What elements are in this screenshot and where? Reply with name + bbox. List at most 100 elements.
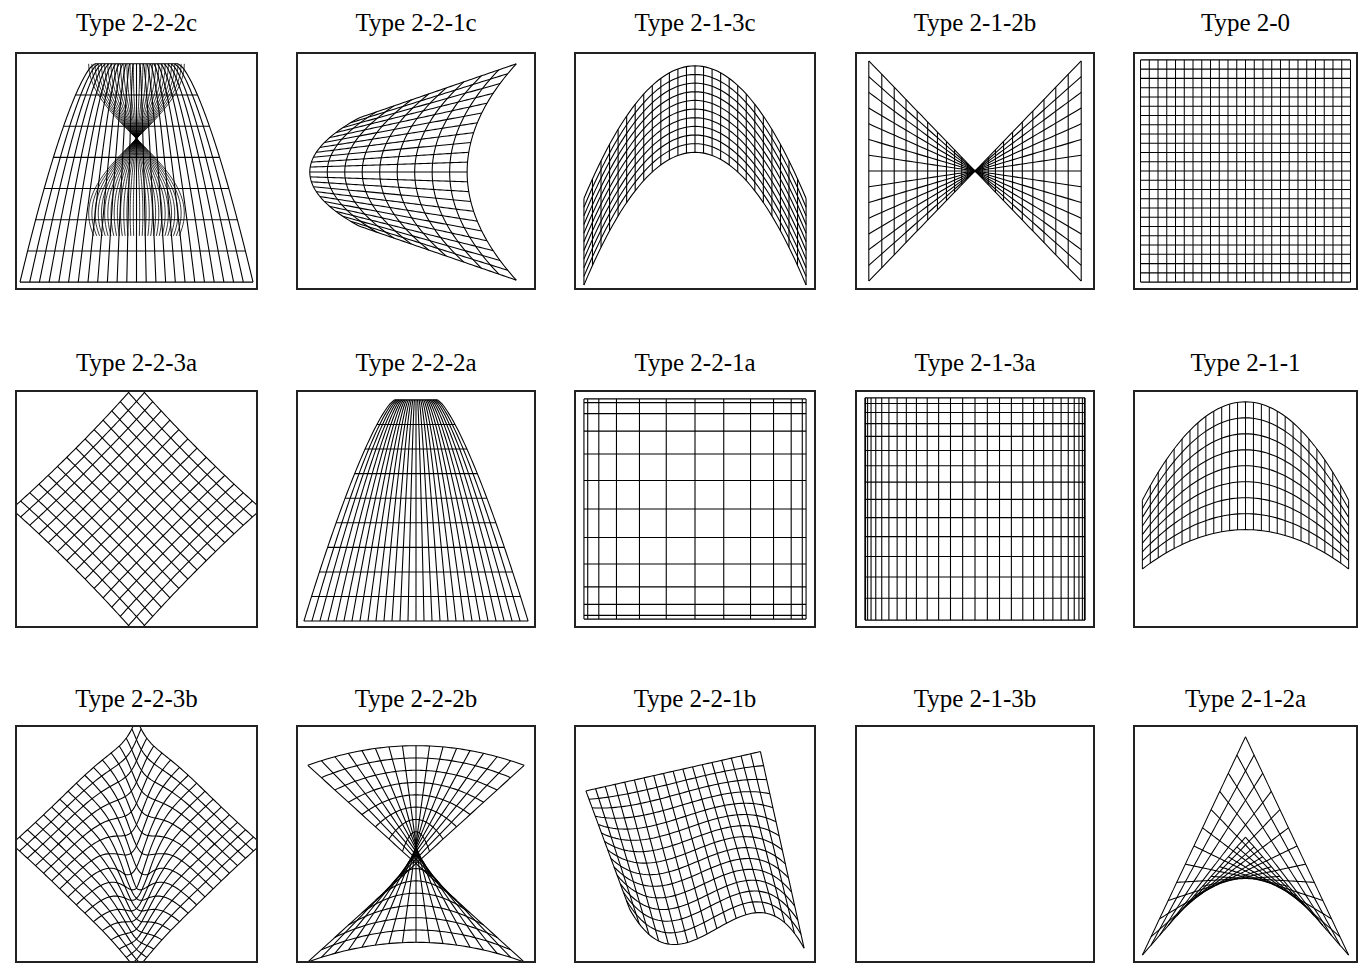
mesh-line <box>1141 69 1351 70</box>
mesh-line <box>335 757 497 954</box>
mesh-line <box>1085 398 1086 620</box>
mesh-line <box>111 815 229 940</box>
mesh-line <box>865 517 1085 518</box>
mesh-line <box>432 76 481 268</box>
panel-title: Type 2-2-2b <box>296 684 536 714</box>
mesh-line <box>436 400 520 621</box>
surface-mesh <box>17 727 256 961</box>
mesh-line <box>584 402 806 403</box>
mesh-line <box>111 64 136 236</box>
mesh-line <box>927 398 928 620</box>
figure-panel: Type 2-2-3b <box>15 684 258 963</box>
surface-illustration <box>17 392 256 626</box>
mesh-line <box>168 64 224 282</box>
mesh-line <box>598 803 773 829</box>
figure-panel: Type 2-2-1c <box>296 8 536 290</box>
mesh-line <box>1142 434 1348 518</box>
mesh-line <box>865 403 1085 404</box>
mesh-line <box>20 64 95 282</box>
mesh-line <box>335 918 497 938</box>
panel-frame <box>296 390 536 628</box>
mesh-line <box>1142 498 1348 552</box>
mesh-line <box>865 499 1085 500</box>
panel-title: Type 2-2-3a <box>15 348 258 378</box>
mesh-line <box>389 747 443 944</box>
mesh-line <box>584 586 806 587</box>
mesh-line <box>49 64 105 282</box>
mesh-line <box>348 753 483 950</box>
mesh-line <box>869 92 1081 171</box>
mesh-line <box>418 400 424 621</box>
mesh-line <box>938 398 939 620</box>
mesh-line <box>424 400 456 621</box>
mesh-line <box>76 448 197 570</box>
mesh-line <box>865 465 1085 466</box>
mesh-line <box>112 411 234 534</box>
surface-illustration <box>298 54 534 288</box>
mesh-line <box>869 171 1081 281</box>
mesh-line <box>1141 217 1351 218</box>
mesh-line <box>1043 398 1044 620</box>
surface-illustration <box>857 392 1093 626</box>
mesh-line <box>375 807 456 827</box>
mesh-line <box>584 118 806 251</box>
panel-title: Type 2-1-3c <box>574 8 816 38</box>
mesh-line <box>130 64 136 236</box>
mesh-line <box>1160 857 1263 919</box>
mesh-line <box>310 162 467 167</box>
mesh-line <box>362 795 470 815</box>
mesh-line <box>869 140 1081 171</box>
mesh-line <box>1228 773 1331 935</box>
mesh-line <box>869 61 1081 171</box>
figure-panel: Type 2-1-3b <box>855 684 1095 963</box>
mesh-line <box>19 837 141 961</box>
mesh-line <box>321 761 510 958</box>
mesh-line <box>310 118 359 226</box>
mesh-line <box>137 64 178 236</box>
mesh-line <box>595 792 770 819</box>
panel-frame <box>574 390 816 628</box>
mesh-line <box>92 64 136 236</box>
panel-frame <box>1133 725 1358 963</box>
mesh-line <box>321 758 510 778</box>
mesh-line <box>584 74 806 207</box>
mesh-line <box>389 869 443 889</box>
mesh-line <box>605 826 780 852</box>
mesh-line <box>865 436 1085 437</box>
mesh-line <box>1141 152 1351 153</box>
mesh-line <box>311 182 468 192</box>
mesh-line <box>362 100 411 244</box>
mesh-line <box>345 106 394 238</box>
mesh-line <box>39 484 161 607</box>
surface-mesh <box>308 746 524 961</box>
mesh-line <box>1141 170 1351 171</box>
mesh-line <box>425 400 464 621</box>
mesh-line <box>335 770 497 790</box>
mesh-line <box>350 221 507 270</box>
mesh-line <box>365 448 467 449</box>
mesh-line <box>124 64 137 236</box>
mesh-line <box>1052 398 1053 620</box>
mesh-line <box>584 619 806 620</box>
mesh-line <box>355 473 478 474</box>
mesh-line <box>121 64 137 236</box>
mesh-line <box>620 880 795 909</box>
figure-panel: Type 2-2-2b <box>296 684 536 963</box>
mesh-line <box>584 537 806 538</box>
mesh-line <box>17 844 137 961</box>
mesh-line <box>59 64 109 282</box>
figure-panel: Type 2-1-2a <box>1133 684 1358 963</box>
surface-mesh <box>17 392 256 626</box>
mesh-line <box>28 250 246 251</box>
mesh-line <box>865 620 1085 621</box>
mesh-line <box>1142 418 1348 509</box>
mesh-line <box>1141 282 1351 283</box>
mesh-line <box>312 596 521 597</box>
panel-frame <box>1133 390 1358 628</box>
mesh-line <box>864 398 865 620</box>
mesh-line <box>433 400 504 621</box>
surface-illustration <box>857 727 1093 961</box>
mesh-line <box>375 748 456 945</box>
surface-mesh <box>584 66 806 285</box>
mesh-line <box>584 480 806 481</box>
